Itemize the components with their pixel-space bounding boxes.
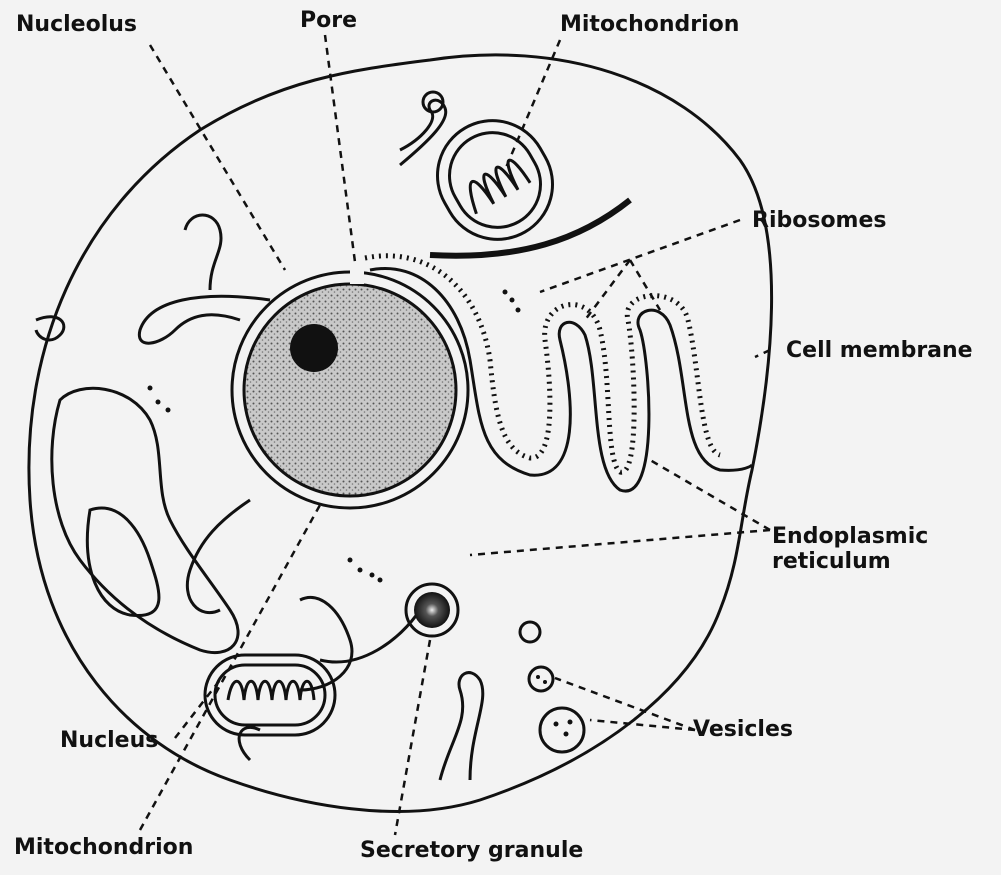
label-nucleus: Nucleus	[60, 728, 158, 753]
label-endoplasmic-line2: reticulum	[772, 549, 928, 574]
label-cell-membrane: Cell membrane	[786, 338, 973, 363]
label-mitochondrion-bottom: Mitochondrion	[14, 835, 193, 860]
secretory-granule-core	[414, 592, 450, 628]
mitochondrion-bottom	[205, 655, 335, 735]
label-endoplasmic-reticulum: Endoplasmic reticulum	[772, 524, 928, 575]
vesicle	[529, 667, 553, 691]
nucleus	[232, 268, 468, 508]
vesicle	[520, 622, 540, 642]
label-mitochondrion-top: Mitochondrion	[560, 12, 739, 37]
label-ribosomes: Ribosomes	[752, 208, 887, 233]
label-nucleolus: Nucleolus	[16, 12, 137, 37]
label-endoplasmic-line1: Endoplasmic	[772, 524, 928, 549]
label-vesicles: Vesicles	[693, 717, 793, 742]
vesicle	[540, 708, 584, 752]
label-pore: Pore	[300, 8, 357, 33]
nucleolus	[290, 324, 338, 372]
label-secretory-granule: Secretory granule	[360, 838, 583, 863]
